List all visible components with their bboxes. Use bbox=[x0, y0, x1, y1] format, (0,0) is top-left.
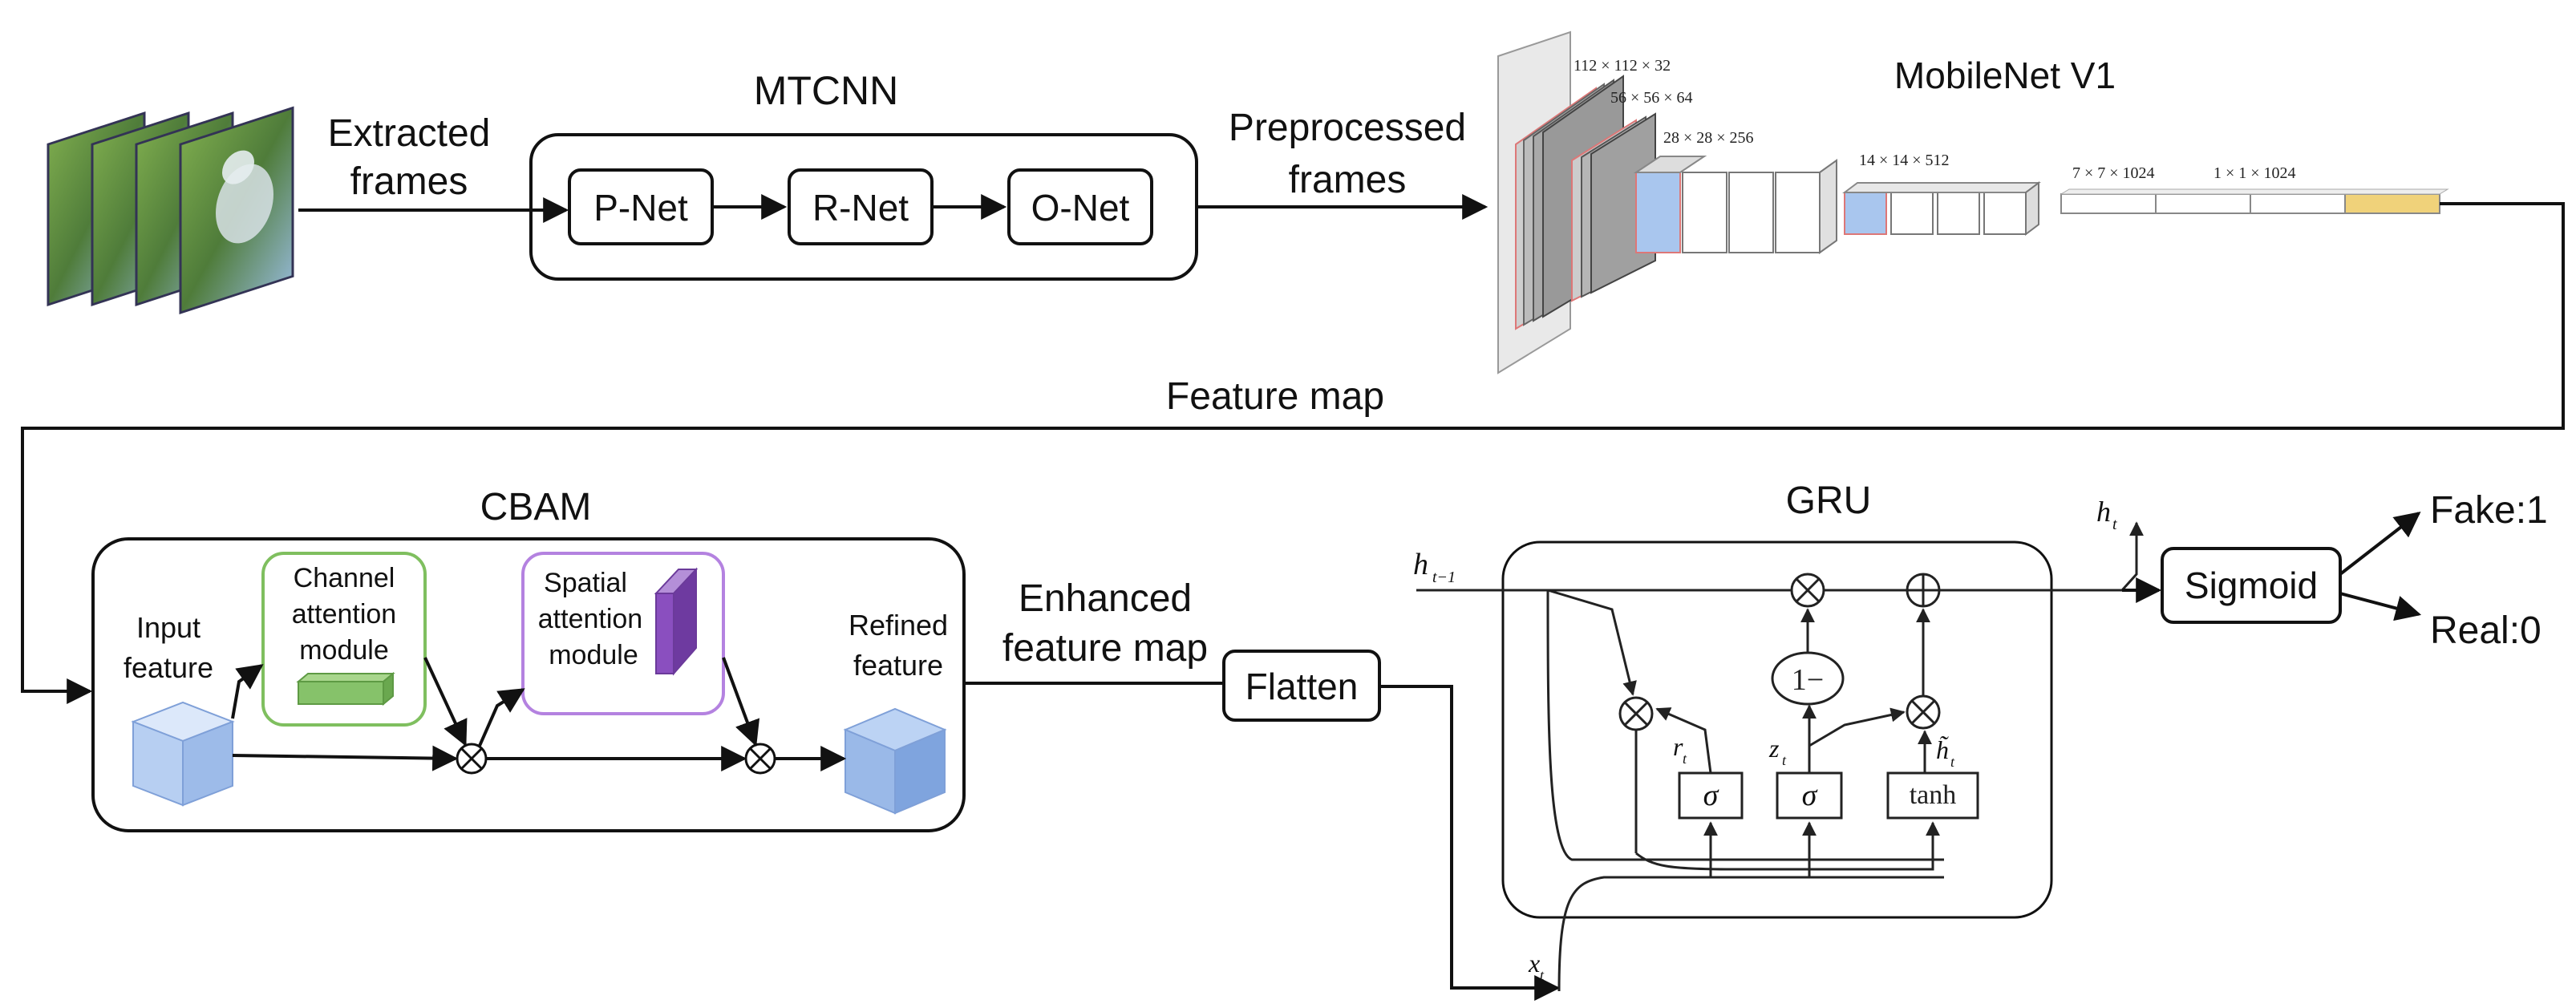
multiply-node-1 bbox=[456, 743, 488, 775]
flatten-label: Flatten bbox=[1245, 666, 1359, 707]
tanh-gate: tanh bbox=[1886, 771, 1979, 820]
h-tilde-sub: t bbox=[1950, 754, 1955, 770]
channel-attention-label: Channel bbox=[294, 563, 395, 593]
gru-add-node bbox=[1906, 573, 1941, 608]
real-output-label: Real:0 bbox=[2430, 609, 2542, 652]
arrow-to-real bbox=[2339, 592, 2422, 621]
bus-to-tanh bbox=[1635, 821, 1940, 871]
sigma-r-gate: σ bbox=[1678, 771, 1744, 820]
r-t-label: r bbox=[1673, 732, 1683, 761]
cbam-title: CBAM bbox=[480, 486, 592, 528]
gru-box bbox=[1501, 540, 2053, 919]
x-t-sub: t bbox=[1540, 967, 1545, 983]
feature-map-label: Feature map bbox=[1166, 375, 1384, 418]
flatten-box: Flatten bbox=[1222, 650, 1381, 722]
fake-output-label: Fake:1 bbox=[2430, 489, 2548, 532]
mobilenet-title: MobileNet V1 bbox=[1894, 55, 2116, 96]
mobilenet-dim: 56 × 56 × 64 bbox=[1610, 89, 1693, 107]
sigma-r-label: σ bbox=[1703, 779, 1719, 812]
input-feature-label: Input bbox=[136, 611, 200, 644]
h-prev-label: h bbox=[1413, 548, 1428, 581]
mobilenet-dim: 14 × 14 × 512 bbox=[1859, 152, 1950, 169]
state-to-reset-multiply bbox=[1547, 589, 1637, 696]
sigma-z-label: σ bbox=[1802, 779, 1818, 812]
mobilenet-dim: 1 × 1 × 1024 bbox=[2213, 164, 2296, 182]
sigma-z-to-candidate bbox=[1808, 707, 1906, 747]
frame-stack bbox=[47, 106, 294, 314]
mobilenet-dim: 7 × 7 × 1024 bbox=[2072, 164, 2155, 182]
mobilenet-layers bbox=[1497, 30, 2449, 374]
refined-feature-label: Refined bbox=[849, 609, 948, 642]
mtcnn-title: MTCNN bbox=[754, 68, 899, 113]
input-feature-cube bbox=[131, 701, 235, 807]
gru-input-bus bbox=[1546, 589, 1944, 861]
multiply-node-2 bbox=[744, 743, 776, 775]
sigmoid-label: Sigmoid bbox=[2185, 565, 2318, 606]
refined-feature-cube bbox=[843, 707, 947, 815]
gru-title: GRU bbox=[1786, 480, 1872, 522]
x-t-label: x bbox=[1528, 949, 1540, 978]
input-feature-label: feature bbox=[124, 651, 213, 684]
preprocessed-frames-label: frames bbox=[1289, 159, 1407, 201]
feature-map-connector bbox=[21, 202, 2565, 704]
channel-attention-label: module bbox=[299, 635, 389, 666]
gru-x-bus bbox=[1557, 876, 1944, 992]
gru-multiply-top bbox=[1790, 573, 1825, 608]
flatten-to-gru-connector bbox=[1379, 685, 1561, 1001]
arrow-channel-to-mult1 bbox=[423, 657, 468, 747]
gru-candidate-multiply bbox=[1906, 694, 1941, 730]
mobilenet-dim: 28 × 28 × 256 bbox=[1663, 129, 1754, 147]
p-net-label: P-Net bbox=[593, 187, 688, 229]
h-tilde-label: h̃ bbox=[1936, 735, 1949, 764]
r-net-box: R-Net bbox=[788, 168, 934, 245]
arrow-to-fake bbox=[2339, 512, 2421, 576]
arrow-input-to-channel bbox=[231, 664, 264, 719]
extracted-frames-label: frames bbox=[350, 160, 468, 203]
arrow-spatial-to-mult2 bbox=[722, 657, 760, 747]
channel-attention-module: Channel attention module bbox=[261, 552, 427, 727]
enhanced-feature-map-label: Enhanced bbox=[1019, 577, 1192, 620]
one-minus-node: 1− bbox=[1771, 651, 1845, 706]
r-t-sub: t bbox=[1683, 751, 1687, 767]
h-prev-sub: t−1 bbox=[1432, 569, 1456, 586]
sigma-z-gate: σ bbox=[1776, 771, 1843, 820]
channel-attention-label: attention bbox=[292, 599, 396, 629]
enhanced-feature-map-label: feature map bbox=[1002, 627, 1208, 670]
o-net-box: O-Net bbox=[1007, 168, 1153, 245]
h-t-label: h bbox=[2096, 496, 2111, 528]
z-t-sub: t bbox=[1782, 752, 1787, 768]
arrow-mult1-to-spatial bbox=[478, 688, 525, 747]
h-t-sub: t bbox=[2112, 516, 2117, 533]
spatial-attention-module: Spatial attention module bbox=[521, 552, 725, 715]
one-minus-label: 1− bbox=[1792, 663, 1824, 697]
preprocessed-frames-label: Preprocessed bbox=[1229, 107, 1466, 149]
sigma-r-to-reset bbox=[1655, 707, 1712, 774]
arrow-input-to-mult1 bbox=[232, 745, 459, 771]
gru-reset-multiply bbox=[1618, 696, 1654, 731]
spatial-attention-label: module bbox=[549, 640, 638, 670]
refined-feature-label: feature bbox=[853, 649, 943, 682]
r-net-label: R-Net bbox=[812, 187, 909, 229]
o-net-label: O-Net bbox=[1031, 187, 1130, 229]
tanh-label: tanh bbox=[1910, 780, 1957, 810]
p-net-box: P-Net bbox=[568, 168, 714, 245]
mobilenet-dim: 112 × 112 × 32 bbox=[1574, 57, 1671, 75]
z-t-label: z bbox=[1768, 734, 1780, 763]
spatial-attention-label: attention bbox=[538, 604, 642, 634]
spatial-attention-label: Spatial bbox=[544, 568, 627, 598]
frame-image bbox=[179, 106, 294, 314]
sigmoid-box: Sigmoid bbox=[2161, 547, 2342, 624]
extracted-frames-label: Extracted bbox=[328, 112, 491, 155]
h-t-output-arrow bbox=[2120, 521, 2144, 592]
